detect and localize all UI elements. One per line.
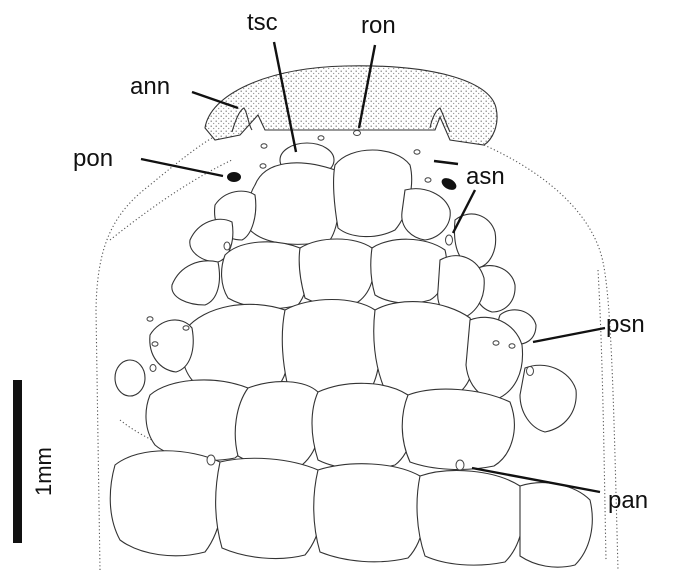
label-pan: pan xyxy=(608,487,648,514)
scale-row1-far-right xyxy=(402,189,450,240)
pore-psn-2 xyxy=(509,344,515,348)
label-pon: pon xyxy=(73,145,113,172)
pore-small-l xyxy=(207,455,215,465)
head-outline-inner xyxy=(598,270,606,560)
scale-row5-right xyxy=(417,471,523,566)
scale-bar-label: 1mm xyxy=(31,447,56,496)
pore-small-f xyxy=(224,242,230,250)
pore-small-k xyxy=(150,365,156,372)
leader-psn xyxy=(533,328,605,342)
pore-small-i xyxy=(152,342,158,346)
scale-group xyxy=(110,143,592,567)
stippled-rostral-region xyxy=(205,66,497,145)
pore-asn xyxy=(446,235,453,245)
leader-pon xyxy=(141,159,223,176)
label-ron: ron xyxy=(361,12,396,39)
pore-ron xyxy=(354,131,361,136)
pore-small-b xyxy=(261,144,267,148)
scale-row3-right xyxy=(374,302,476,398)
scale-row5-center xyxy=(314,464,425,562)
scale-row2-right xyxy=(371,239,447,303)
scale-left-small-3 xyxy=(172,261,220,305)
scale-row4-center-left xyxy=(235,382,321,468)
pore-small-d xyxy=(414,150,420,154)
scale-row1-left xyxy=(248,163,339,244)
scale-lateral-left xyxy=(115,360,145,396)
scale-row4-center-right xyxy=(312,383,413,469)
scale-row5-far-right xyxy=(520,483,592,567)
scale-row2-center xyxy=(299,239,374,305)
pore-psn-1 xyxy=(493,341,499,345)
pore-small-a xyxy=(318,136,324,140)
pore-pan xyxy=(456,460,464,470)
scale-row5-left xyxy=(110,451,223,556)
scale-row4-right xyxy=(402,389,514,469)
scale-row1-right xyxy=(334,150,412,237)
scale-row3-far-right xyxy=(466,317,523,400)
label-ann: ann xyxy=(130,73,170,100)
label-tsc: tsc xyxy=(247,9,278,36)
pore-small-e xyxy=(425,178,431,182)
scale-row2-left xyxy=(222,242,309,309)
pore-small-g xyxy=(183,326,189,330)
pore-small-j xyxy=(527,367,534,376)
pore-small-c xyxy=(260,164,266,168)
pore-asn-black xyxy=(440,176,459,193)
label-asn: asn xyxy=(466,163,505,190)
scale-bar xyxy=(13,380,22,543)
scale-row5-center-left xyxy=(216,458,323,558)
pore-pon xyxy=(227,172,241,182)
leader-asn-1 xyxy=(434,161,458,164)
label-psn: psn xyxy=(606,311,645,338)
pore-small-h xyxy=(147,317,153,321)
